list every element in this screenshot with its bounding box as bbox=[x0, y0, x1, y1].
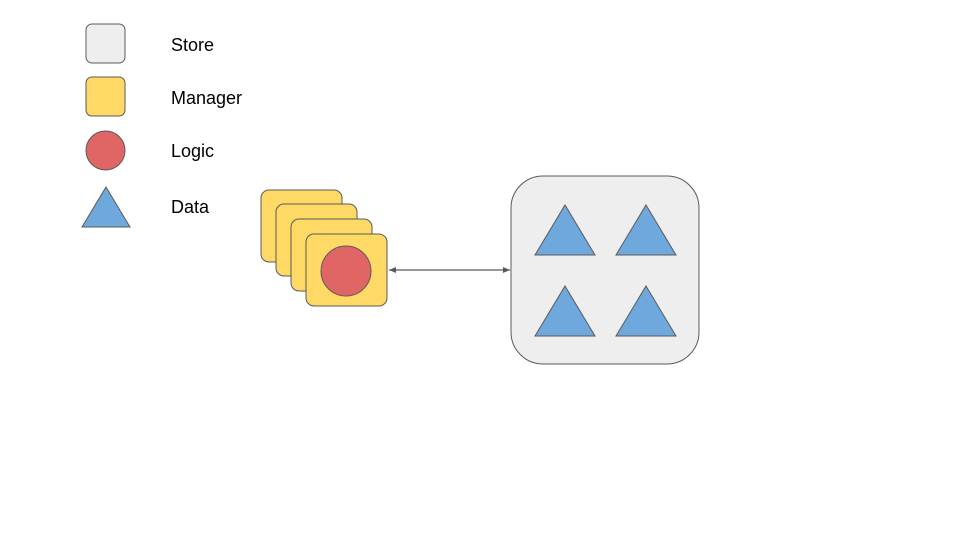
manager-legend-icon bbox=[85, 76, 126, 117]
manager-stack bbox=[260, 189, 388, 307]
data-node bbox=[534, 285, 596, 337]
legend-label-logic: Logic bbox=[171, 141, 214, 161]
legend-label-data: Data bbox=[171, 197, 210, 217]
store-container bbox=[510, 175, 700, 365]
legend-item-logic: Logic bbox=[85, 130, 214, 171]
data-node bbox=[615, 204, 677, 256]
legend-label-manager: Manager bbox=[171, 88, 242, 108]
logic-legend-icon bbox=[85, 130, 126, 171]
legend: Store Manager Logic Data bbox=[81, 23, 242, 228]
legend-item-manager: Manager bbox=[85, 76, 242, 117]
data-legend-icon bbox=[81, 186, 131, 228]
legend-item-data: Data bbox=[81, 186, 210, 228]
store-legend-icon bbox=[85, 23, 126, 64]
logic-node bbox=[320, 245, 372, 297]
legend-item-store: Store bbox=[85, 23, 214, 64]
legend-label-store: Store bbox=[171, 35, 214, 55]
data-node bbox=[534, 204, 596, 256]
data-node bbox=[615, 285, 677, 337]
